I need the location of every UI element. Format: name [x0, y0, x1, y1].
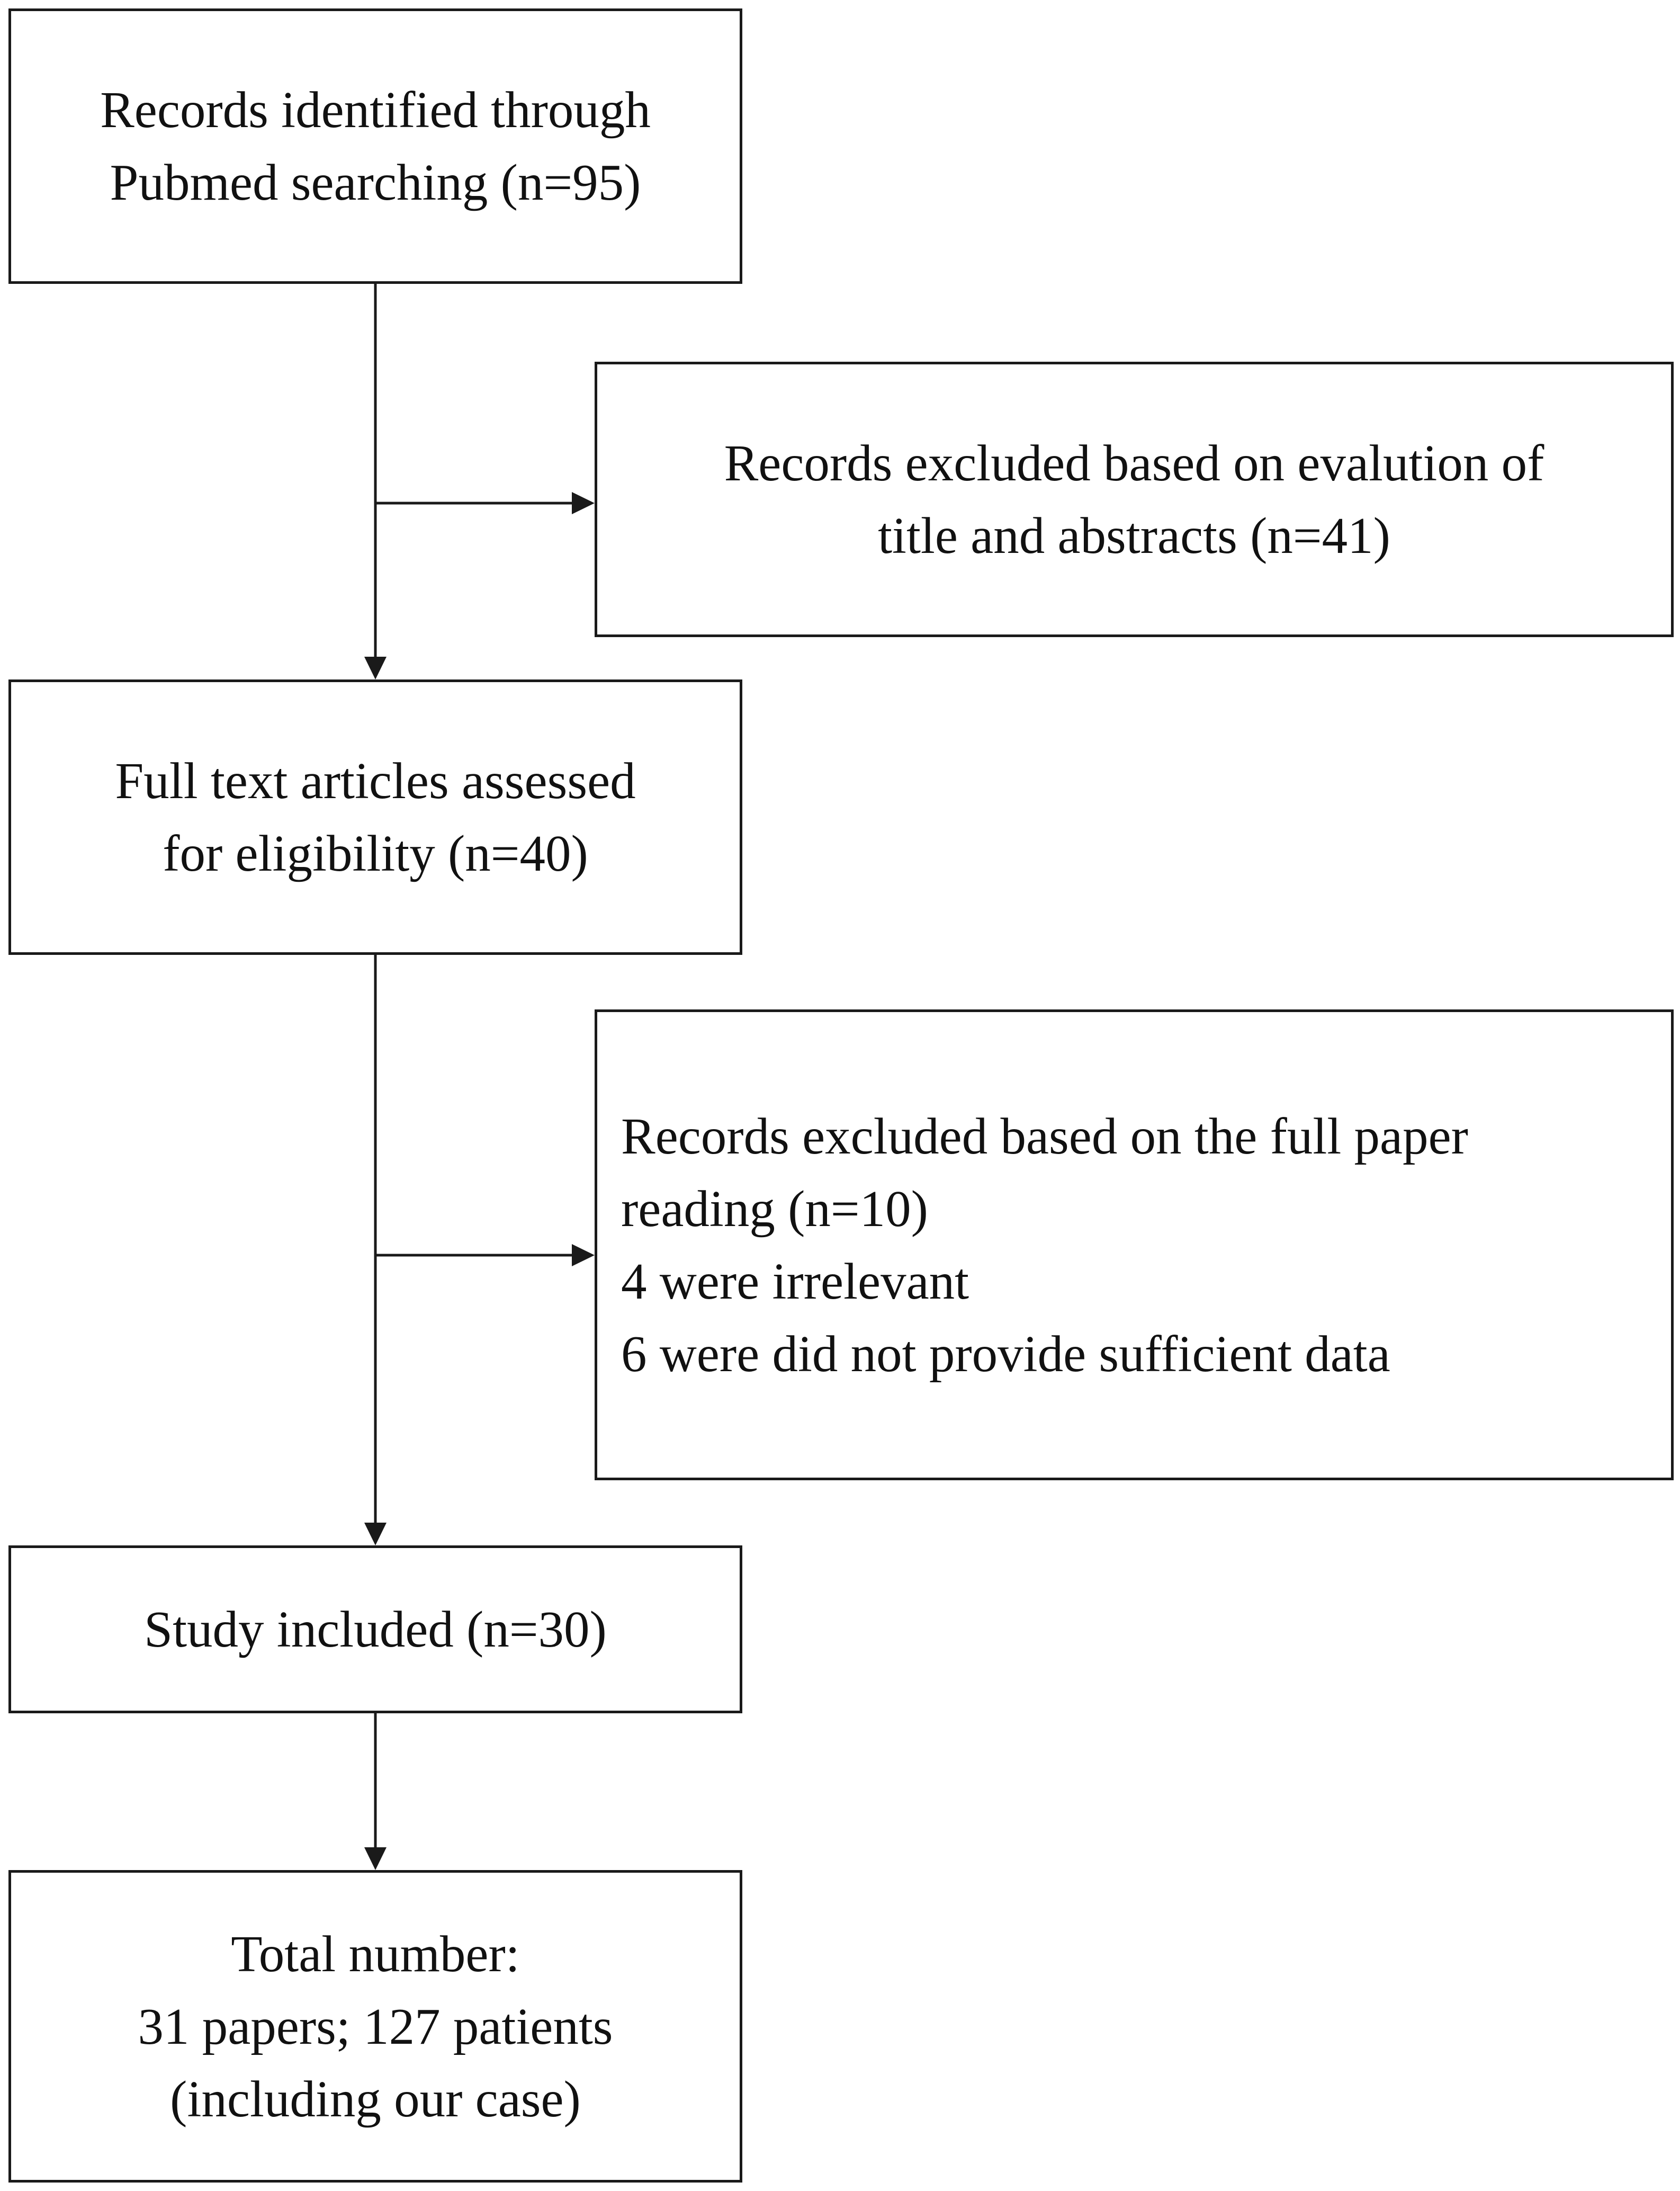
arrowhead-excluded-full — [572, 1244, 595, 1266]
box-text-line: Study included (n=30) — [144, 1601, 607, 1658]
box-text-line: Pubmed searching (n=95) — [110, 154, 641, 211]
box-text-line: reading (n=10) — [621, 1180, 928, 1237]
records-identified-box: Records identified through Pubmed search… — [8, 8, 742, 284]
box-text-line: Records excluded based on evalution of — [724, 435, 1544, 491]
box-text-line: Full text articles assessed — [115, 753, 636, 809]
total-number-box: Total number: 31 papers; 127 patients (i… — [8, 1870, 742, 2183]
records-excluded-title-abstract-box: Records excluded based on evalution of t… — [595, 362, 1674, 637]
box-text-line: title and abstracts (n=41) — [878, 507, 1390, 564]
box-text-line: Records identified through — [100, 82, 651, 138]
fulltext-assessed-box: Full text articles assessed for eligibil… — [8, 679, 742, 955]
box-text-line: Total number: — [231, 1925, 520, 1982]
box-text-line: 6 were did not provide sufficient data — [621, 1325, 1390, 1382]
arrowhead-included — [364, 1523, 387, 1545]
box-text-line: 4 were irrelevant — [621, 1253, 969, 1310]
box-text-line: Records excluded based on the full paper — [621, 1107, 1468, 1165]
box-text-line: for eligibility (n=40) — [163, 825, 588, 882]
records-excluded-fulltext-box: Records excluded based on the full paper… — [595, 1009, 1674, 1480]
box-text-line: (including our case) — [170, 2070, 581, 2127]
box-text-line: 31 papers; 127 patients — [138, 1998, 613, 2055]
study-included-box: Study included (n=30) — [8, 1545, 742, 1713]
arrowhead-total — [364, 1847, 387, 1870]
arrowhead-excluded-title — [572, 492, 595, 514]
arrowhead-fulltext — [364, 657, 387, 679]
